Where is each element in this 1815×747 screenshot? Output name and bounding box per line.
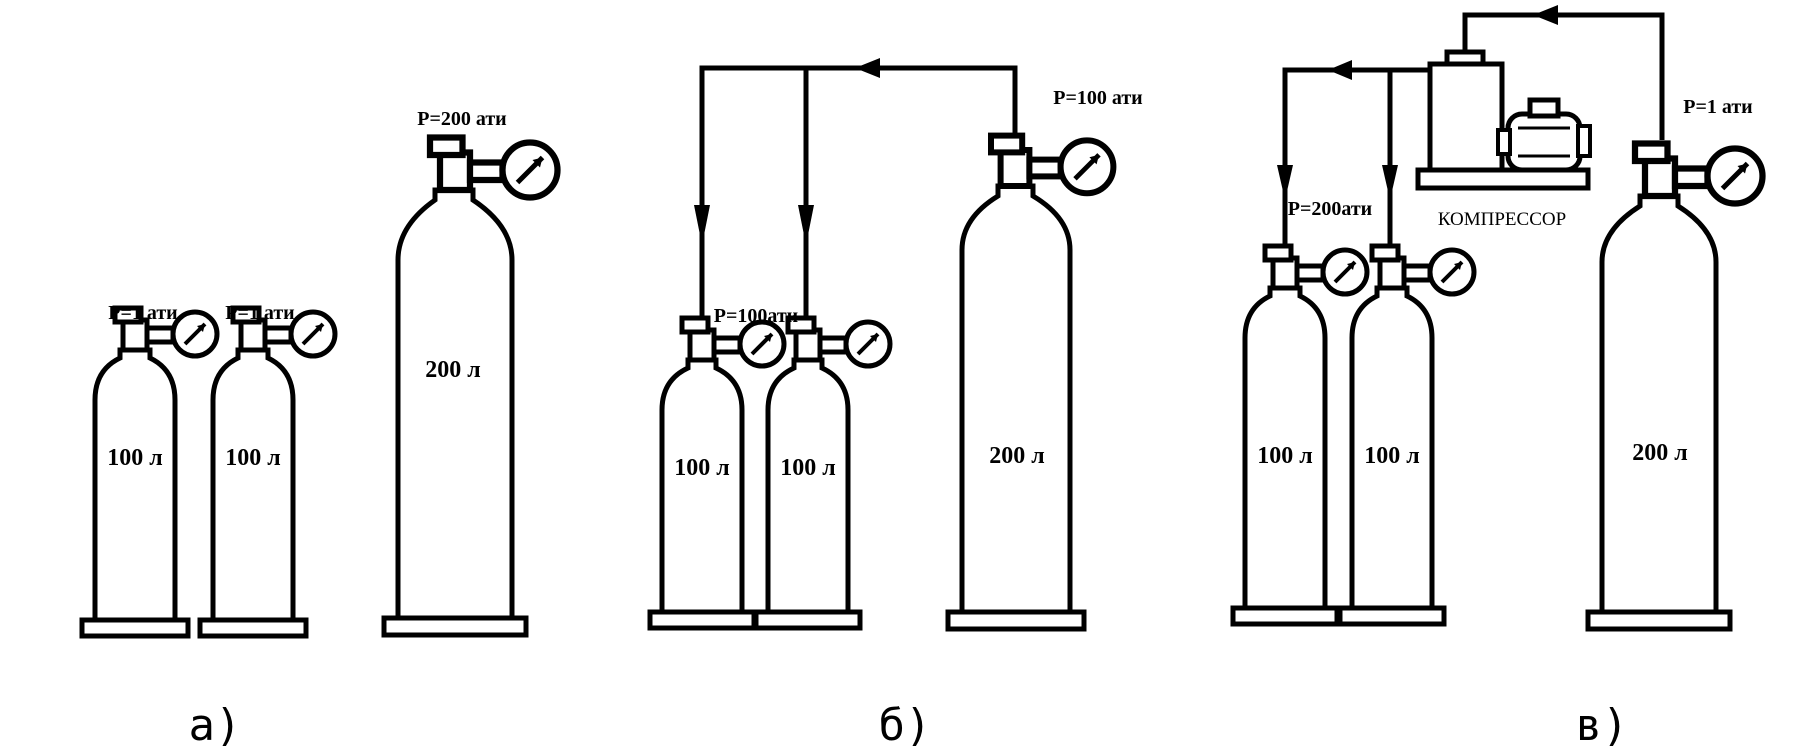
pressure-label: P=100 ати — [1053, 87, 1142, 109]
panel-caption: б) — [879, 700, 932, 747]
cylinder-small-a-left: 100 л P=1 ати — [79, 302, 217, 639]
flow-arrow-icon — [1382, 165, 1398, 200]
cylinder-small-b-left: 100 л — [647, 318, 784, 631]
flow-arrow-icon — [1277, 165, 1293, 200]
valve-gauge-icon — [1265, 246, 1367, 294]
flow-arrow-icon — [798, 205, 814, 245]
cylinder-small-a-right: 100 л P=1 ати — [197, 302, 335, 639]
pressure-label: P=200 ати — [417, 108, 506, 130]
pressure-label: P=1 ати — [225, 302, 294, 324]
valve-gauge-icon — [1372, 246, 1474, 294]
panel-c: КОМПРЕССОР 100 л 100 л P=200ати 200 л P=… — [1230, 5, 1763, 747]
cylinder-volume-label: 100 л — [1257, 443, 1312, 469]
cylinder-volume-label: 100 л — [107, 445, 162, 471]
valve-gauge-icon — [788, 318, 890, 366]
cylinder-volume-label: 200 л — [989, 443, 1044, 469]
pressure-label: P=100ати — [714, 305, 798, 327]
panel-caption: в) — [1576, 700, 1629, 747]
cylinder-small-c-left: 100 л — [1230, 246, 1367, 627]
cylinder-small-c-right: 100 л — [1337, 246, 1474, 627]
panel-a: 100 л P=1 ати 100 л P=1 ати 200 л P=200 … — [79, 108, 558, 747]
valve-gauge-icon — [1635, 144, 1763, 204]
pressure-label: P=1 ати — [1683, 96, 1752, 118]
panel-b: 100 л 100 л P=100ати 200 л P=100 ати б) — [647, 58, 1143, 747]
flow-arrow-icon — [1328, 60, 1352, 80]
cylinder-volume-label: 200 л — [1632, 440, 1687, 466]
cylinder-large-b: 200 л P=100 ати — [945, 87, 1143, 632]
pressure-label: P=200ати — [1288, 198, 1372, 220]
panel-caption: а) — [189, 700, 242, 747]
flow-arrow-icon — [855, 58, 880, 78]
cylinder-small-b-right: 100 л — [753, 318, 890, 631]
cylinder-volume-label: 100 л — [674, 455, 729, 481]
cylinder-volume-label: 200 л — [425, 357, 480, 383]
compressor: КОМПРЕССОР — [1415, 49, 1592, 230]
valve-gauge-icon — [991, 136, 1113, 194]
cylinder-large-c: 200 л P=1 ати — [1585, 96, 1763, 632]
cylinder-large-a: 200 л P=200 ати — [381, 108, 558, 638]
flow-arrow-icon — [694, 205, 710, 245]
cylinder-volume-label: 100 л — [780, 455, 835, 481]
compressor-label: КОМПРЕССОР — [1438, 209, 1566, 230]
pressure-label: P=1 ати — [108, 302, 177, 324]
cylinder-volume-label: 100 л — [1364, 443, 1419, 469]
cylinder-volume-label: 100 л — [225, 445, 280, 471]
flow-arrow-icon — [1533, 5, 1558, 25]
valve-gauge-icon — [430, 138, 558, 198]
